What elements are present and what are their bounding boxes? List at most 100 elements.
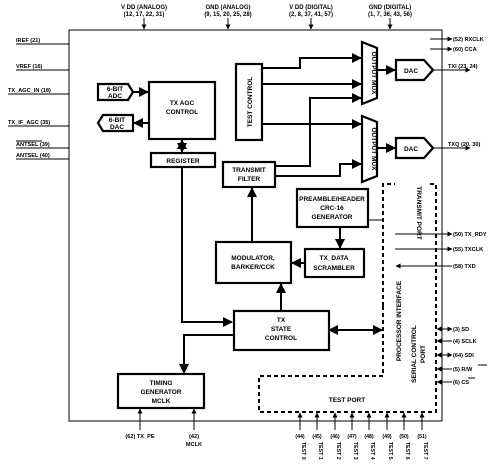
svg-text:DAC: DAC xyxy=(404,146,418,153)
txclk-label: (55) TXCLK xyxy=(453,247,483,253)
sdi-label: (64) SDI xyxy=(453,353,474,359)
gnd-analog-label: GND (ANALOG) xyxy=(206,5,251,11)
preamble-header-crc-block: PREAMBLE/HEADER CRC-16 GENERATOR xyxy=(295,187,370,229)
svg-text:BARKER/CCK: BARKER/CCK xyxy=(231,264,275,271)
right-pin-lines xyxy=(395,36,471,385)
serial-control-port-label: PORT xyxy=(420,345,427,363)
svg-text:MODULATOR,: MODULATOR, xyxy=(231,255,275,262)
right-pin-labels: (52) RXCLK (60) CCA TXI (23, 24) TXQ (20… xyxy=(448,37,487,386)
gnd-digital-label: GND (DIGITAL) xyxy=(369,5,412,11)
svg-text:ADC: ADC xyxy=(108,93,122,100)
tx-agc-in-label: TX_AGC_IN (18) xyxy=(8,88,51,94)
test-5-number: (49) xyxy=(382,434,391,440)
tx-rdy-label: (50) TX_RDY xyxy=(453,232,487,238)
output-mux-q-block: OUTPUT MUX xyxy=(360,114,379,184)
rw-label: (5) R/W xyxy=(453,367,473,373)
svg-text:TX AGC: TX AGC xyxy=(170,100,195,107)
modulator-block: MODULATOR, BARKER/CCK xyxy=(214,240,293,285)
test-4-number: (48) xyxy=(364,434,373,440)
svg-text:MCLK: MCLK xyxy=(152,398,171,405)
test-3-label: TEST 3 xyxy=(352,442,358,460)
sclk-label: (4) SCLK xyxy=(453,339,477,345)
svg-text:PREAMBLE/HEADER: PREAMBLE/HEADER xyxy=(299,196,365,203)
left-pin-labels: IREF (21) VREF (16) TX_AGC_IN (18) TX_IF… xyxy=(8,38,51,159)
transmit-port-region: TRANSMIT PORT PROCESSOR INTERFACE SERIAL… xyxy=(258,183,437,413)
tx-agc-control-block: TX AGC CONTROL xyxy=(147,80,217,141)
svg-text:OUTPUT MUX: OUTPUT MUX xyxy=(370,128,377,172)
serial-control-label: SERIAL CONTROL xyxy=(411,325,418,383)
svg-text:CRC-16: CRC-16 xyxy=(320,205,344,212)
transmit-filter-block: TRANSMIT FILTER xyxy=(221,160,277,189)
test-6-number: (50) xyxy=(399,434,408,440)
test-4-label: TEST 4 xyxy=(369,442,375,460)
svg-text:CONTROL: CONTROL xyxy=(166,109,198,116)
svg-text:CONTROL: CONTROL xyxy=(265,335,297,342)
output-mux-i-block: OUTPUT MUX xyxy=(360,40,379,106)
rxclk-label: (52) RXCLK xyxy=(453,37,484,43)
test-0-label: TEST 0 xyxy=(300,442,306,460)
timing-generator-block: TIMING GENERATOR MCLK xyxy=(116,372,206,410)
iref-label: IREF (21) xyxy=(16,38,40,44)
top-pin-labels: V DD (ANALOG) (12, 17, 22, 31) GND (ANAL… xyxy=(121,5,412,18)
txi-label: TXI (23, 24) xyxy=(448,64,478,70)
left-pin-lines xyxy=(8,43,69,160)
txq-label: TXQ (20, 30) xyxy=(448,142,480,148)
mclk-label: MCLK xyxy=(186,442,202,448)
tx-pe-label: (62) TX_PE xyxy=(125,434,154,440)
svg-text:DAC: DAC xyxy=(404,68,418,75)
vdd-analog-pins: (12, 17, 22, 31) xyxy=(124,12,165,18)
vdd-analog-label: V DD (ANALOG) xyxy=(121,5,167,11)
svg-text:REGISTER: REGISTER xyxy=(166,158,200,165)
test-5-label: TEST 5 xyxy=(387,442,393,460)
cs-label: (6) CS xyxy=(453,380,469,386)
antsel-39-label: ANTSEL (39) xyxy=(16,142,50,148)
test-7-number: (51) xyxy=(417,434,426,440)
svg-text:STATE: STATE xyxy=(271,326,292,333)
tx-data-scrambler-block: TX_DATA SCRAMBLER xyxy=(303,247,366,279)
vref-label: VREF (16) xyxy=(16,64,43,70)
tx-state-control-block: TX STATE CONTROL xyxy=(232,309,331,352)
vdd-digital-label: V DD (DIGITAL) xyxy=(289,5,333,11)
dac-6bit-block: 6-BIT DAC xyxy=(96,113,135,133)
register-block: REGISTER xyxy=(149,151,217,169)
top-pin-arrows xyxy=(141,18,393,30)
svg-text:TRANSMIT: TRANSMIT xyxy=(232,167,266,174)
svg-text:OUTPUT MUX: OUTPUT MUX xyxy=(370,52,377,96)
svg-text:GENERATOR: GENERATOR xyxy=(141,389,182,396)
vdd-digital-pins: (2, 8, 37, 41, 57) xyxy=(289,12,333,18)
svg-text:TIMING: TIMING xyxy=(150,380,173,387)
bottom-pin-lines xyxy=(137,408,425,430)
svg-text:FILTER: FILTER xyxy=(238,176,261,183)
test-7-label: TEST 7 xyxy=(422,442,428,460)
gnd-digital-pins: (1, 7, 36, 43, 56) xyxy=(368,12,412,18)
test-0-number: (44) xyxy=(295,434,304,440)
svg-text:TEST CONTROL: TEST CONTROL xyxy=(247,77,254,128)
internal-connections xyxy=(133,53,396,374)
svg-text:TX: TX xyxy=(277,317,286,324)
cca-label: (60) CCA xyxy=(453,47,477,53)
antsel-40-label: ANTSEL (40) xyxy=(16,153,50,159)
test-6-label: TEST 6 xyxy=(404,442,410,460)
test-1-number: (45) xyxy=(312,434,321,440)
dac-q-block: DAC xyxy=(394,136,435,160)
svg-text:TX_DATA: TX_DATA xyxy=(319,255,348,262)
test-control-block: TEST CONTROL xyxy=(234,62,264,142)
test-2-number: (46) xyxy=(330,434,339,440)
svg-text:DAC: DAC xyxy=(110,124,124,131)
test-port-label: TEST PORT xyxy=(329,397,366,404)
mclk-pin-number: (42) xyxy=(189,434,199,440)
chip-outline xyxy=(68,29,443,422)
test-3-number: (47) xyxy=(347,434,356,440)
bottom-pin-labels: (62) TX_PE (42) MCLK (44) (45) (46) (47)… xyxy=(125,434,428,460)
test-2-label: TEST 2 xyxy=(335,442,341,460)
gnd-analog-pins: (9, 15, 20, 25, 28) xyxy=(204,12,251,18)
txd-label: (58) TXD xyxy=(453,264,476,270)
svg-text:6-BIT: 6-BIT xyxy=(107,86,123,93)
test-1-label: TEST 1 xyxy=(317,442,323,460)
processor-interface-label: PROCESSOR INTERFACE xyxy=(396,280,403,361)
svg-text:6-BIT: 6-BIT xyxy=(109,117,125,124)
svg-text:GENERATOR: GENERATOR xyxy=(312,214,353,221)
dac-i-block: DAC xyxy=(394,58,435,82)
